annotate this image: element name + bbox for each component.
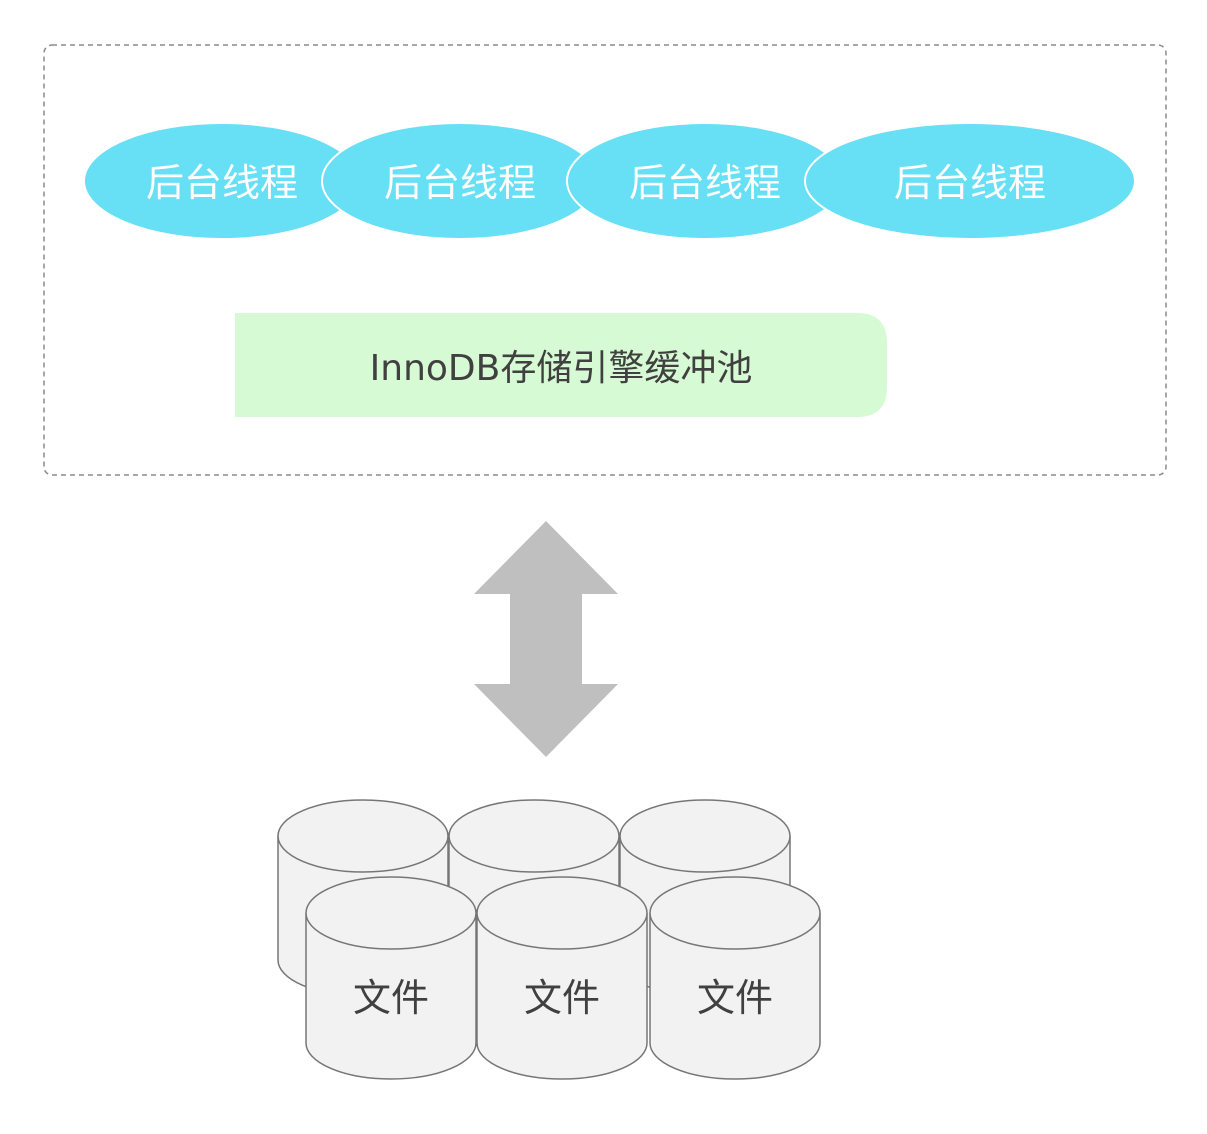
background-thread-4-label: 后台线程 [894,161,1046,205]
background-thread-2-label: 后台线程 [384,161,536,205]
background-thread-3-label: 后台线程 [629,161,781,205]
file-cylinder-front-1: 文件 [305,876,477,1080]
background-threads: 后台线程 后台线程 后台线程 后台线程 [83,122,1136,240]
file-cylinder-front-2: 文件 [476,876,648,1080]
data-files: 文件 文件 文件 [277,799,821,1080]
background-thread-1-label: 后台线程 [146,161,298,205]
file-label-2: 文件 [524,976,600,1020]
file-label-1: 文件 [353,976,429,1020]
buffer-pool-label: InnoDB存储引擎缓冲池 [370,348,753,389]
file-label-3: 文件 [697,976,773,1020]
memory-frame [43,44,1167,476]
buffer-pool-box [235,313,887,417]
bidirectional-arrow-icon [474,521,618,757]
file-cylinder-front-3: 文件 [649,876,821,1080]
background-thread-4 [804,122,1136,240]
